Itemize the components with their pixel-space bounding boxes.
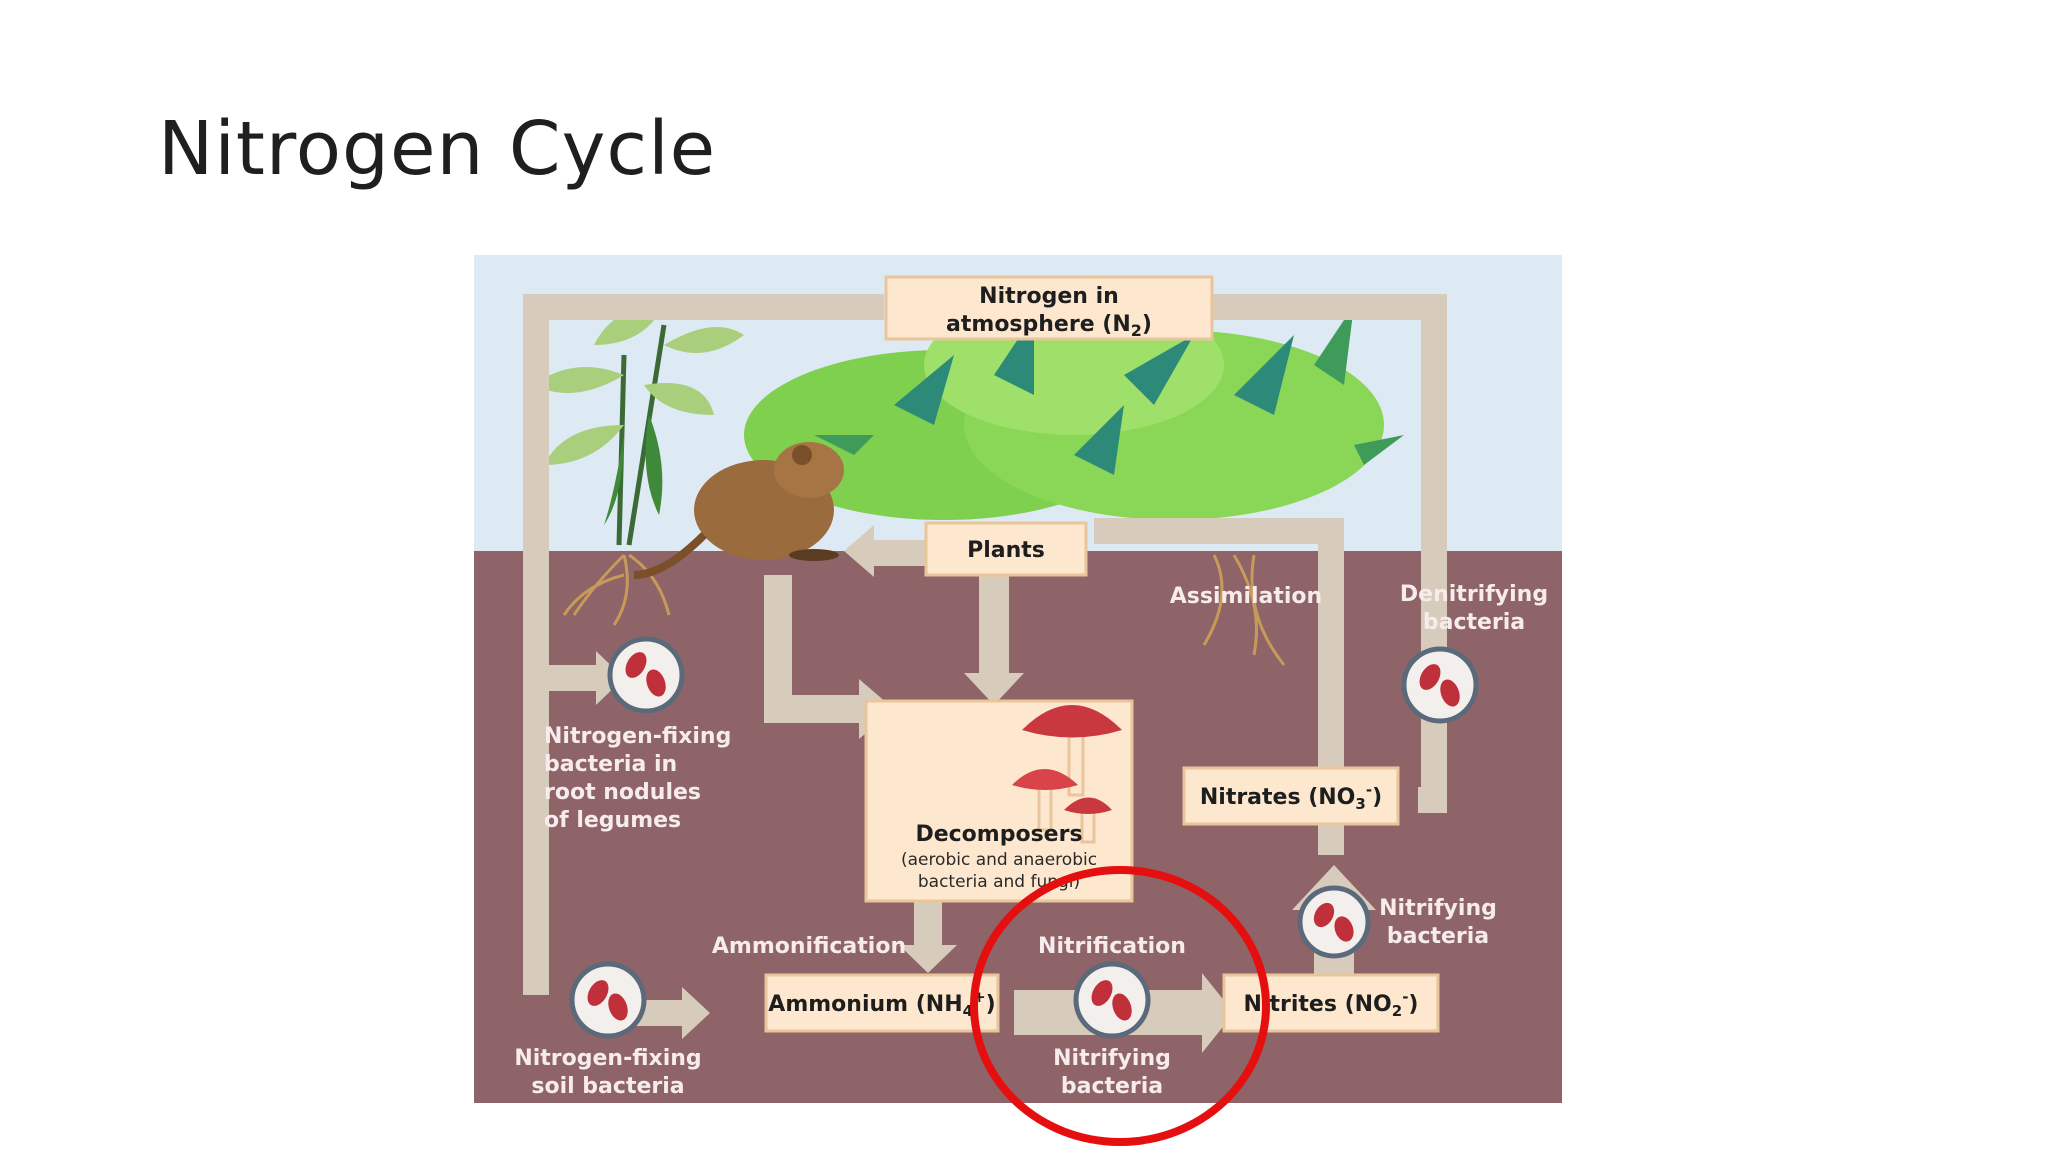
plants-label: Plants [967,538,1045,563]
decomposers-line1: (aerobic and anaerobic [901,850,1097,870]
ammonification-label: Ammonification [712,934,906,959]
assimilation-label: Assimilation [1170,584,1322,609]
soil-bacteria-label-line1: Nitrogen-fixing [514,1046,701,1071]
atmosphere-node: Nitrogen in atmosphere (N2) [884,275,1214,341]
legume-bacteria-label-line3: root nodules [544,780,701,805]
legume-bacteria-icon [607,636,685,714]
denitrifying-label-line1: Denitrifying [1400,582,1548,607]
soil-bacteria-label-line2: soil bacteria [531,1074,684,1099]
soil-bacteria-icon [569,961,647,1039]
highlight-circle-annotation [970,866,1270,1146]
ammonium-node: Ammonium (NH4+) [764,973,1000,1033]
atmosphere-line2: atmosphere (N2) [946,312,1152,340]
nitrates-label: Nitrates (NO3-) [1200,781,1382,813]
mushroom-illustration [1012,705,1122,844]
decomposers-title: Decomposers [915,822,1082,847]
nitrifying-upper-label-line2: bacteria [1387,924,1489,949]
nitrifying-bacteria-upper-icon [1297,885,1371,959]
atmosphere-line1: Nitrogen in [979,284,1119,309]
denitrifying-bacteria-icon [1401,646,1479,724]
nitrates-node: Nitrates (NO3-) [1182,766,1400,826]
nitrifying-upper-label-line1: Nitrifying [1379,896,1497,921]
denitrifying-label-line2: bacteria [1423,610,1525,635]
ammonium-label: Ammonium (NH4+) [768,988,995,1020]
legume-bacteria-label-line1: Nitrogen-fixing [544,724,731,749]
slide-title: Nitrogen Cycle [158,106,717,192]
legume-bacteria-label-line2: bacteria in [544,752,677,777]
legume-bacteria-label-line4: of legumes [544,808,681,833]
nitrogen-cycle-diagram: Nitrogen in atmosphere (N2) Plants Decom… [474,255,1562,1103]
decomposers-node: Decomposers (aerobic and anaerobic bacte… [864,699,1134,903]
plants-node: Plants [924,521,1088,577]
rodent-illustration [633,442,844,579]
legume-plant-illustration [534,305,744,626]
